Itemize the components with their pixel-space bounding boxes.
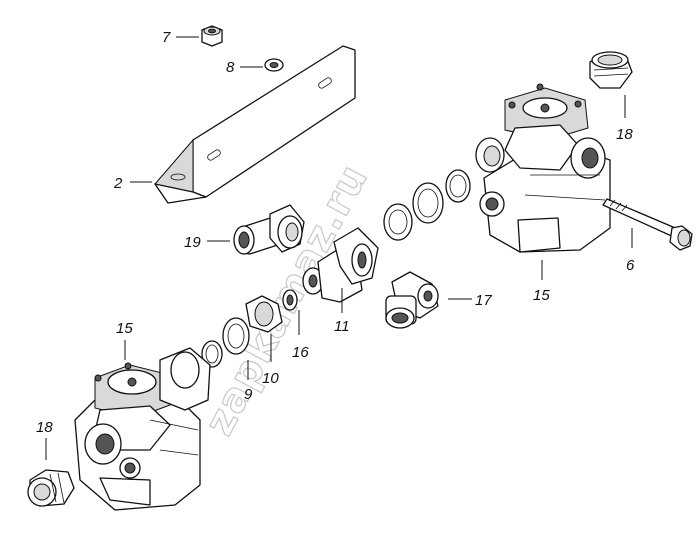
part-15-valve-right	[475, 83, 611, 253]
part-seal-rings	[383, 169, 471, 241]
label-16: 16	[292, 344, 309, 361]
label-10: 10	[262, 370, 279, 387]
part-19-elbow-fitting	[233, 204, 305, 255]
part-9-ring	[201, 340, 223, 368]
label-11: 11	[334, 318, 350, 335]
label-9: 9	[244, 386, 253, 403]
part-11-union	[302, 227, 379, 303]
part-16-washer	[282, 289, 298, 311]
label-17: 17	[475, 292, 492, 309]
part-7-nut	[201, 25, 223, 47]
label-2: 2	[113, 175, 123, 192]
part-2-bracket	[154, 45, 356, 204]
part-18-plug-left	[27, 469, 75, 507]
label-8: 8	[226, 59, 235, 76]
label-19: 19	[184, 234, 201, 251]
part-17-elbow-fitting	[385, 271, 439, 329]
label-15-left: 15	[116, 320, 133, 337]
part-6-bolt	[602, 198, 693, 251]
label-18-left: 18	[36, 419, 53, 436]
part-15-valve-left	[74, 347, 211, 511]
label-15-right: 15	[533, 287, 550, 304]
label-6: 6	[626, 257, 635, 274]
part-8-washer	[264, 58, 284, 72]
part-18-plug-right	[589, 51, 633, 89]
part-10-nut	[245, 295, 283, 333]
label-7: 7	[162, 29, 171, 46]
part-10-ring	[222, 317, 250, 355]
label-18-right: 18	[616, 126, 633, 143]
